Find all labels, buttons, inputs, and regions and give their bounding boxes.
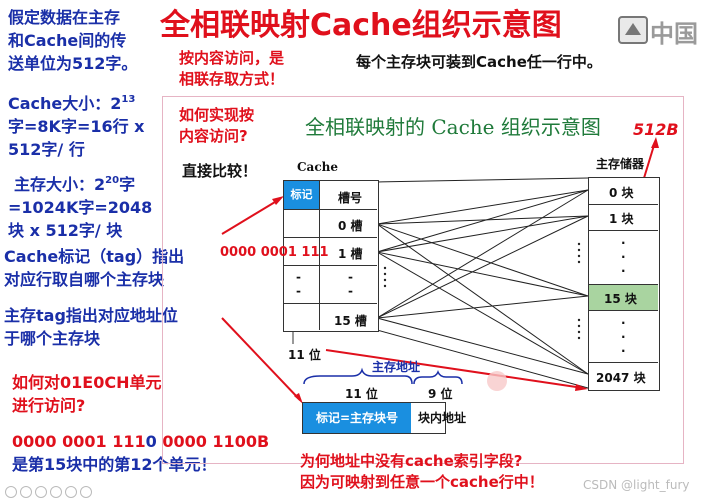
content-access-line-2: 相联存取方式！ [179, 70, 285, 88]
assumption-line-3: 送单位为512字。 [8, 54, 138, 73]
cache-slot-header: 槽号 [338, 191, 363, 205]
addr-caption: 主存地址 [372, 360, 421, 374]
answer-tag-bits: 0000 0001 111 [12, 432, 146, 451]
block-15-highlight [589, 284, 658, 310]
content-access-line-1: 按内容访问，是 [179, 49, 285, 67]
assumption-text: 假定数据在主存 和Cache间的传 送单位为512字。 [8, 6, 137, 75]
mem-size-label: 主存大小：2 [14, 175, 106, 194]
mem-label: 主存储器 [596, 157, 645, 171]
mem-divider [589, 204, 658, 205]
addr-tag-line-1: 主存tag指出对应地址位 [4, 306, 178, 325]
mem-ellipsis: · [621, 250, 626, 264]
content-access-text: 按内容访问，是 相联存取方式！ [179, 48, 284, 90]
mem-block-15: 15 块 [604, 292, 637, 306]
addr-tag-line-2: 于哪个主存块 [4, 329, 101, 348]
why-line-2: 因为可映射到任意一个cache行中！ [300, 473, 544, 491]
pen-icon[interactable] [35, 486, 47, 498]
menu-icon[interactable] [20, 486, 32, 498]
mem-divider [589, 362, 658, 363]
question-text: 如何对01E0CH单元 进行访问? [12, 371, 161, 417]
mem-divider [589, 230, 658, 231]
question-line-2: 进行访问? [12, 396, 86, 415]
mem-size-line-2: =1024K字=2048 [8, 198, 153, 217]
cache-ellipsis: - [348, 284, 353, 298]
assumption-line-2: 和Cache间的传 [8, 31, 127, 50]
cache-slot-0: 0 槽 [338, 219, 363, 233]
handwritten-512b: 512B [633, 120, 679, 139]
cache-label: Cache [297, 160, 338, 174]
cache-divider [284, 265, 377, 266]
mem-size-text: 主存大小：220字 =1024K字=2048 块 x 512字/ 块 [8, 169, 152, 242]
mem-ellipsis: · [621, 236, 626, 250]
tag-bits-label: 11 位 [288, 348, 321, 362]
address-offset-field: 块内地址 [418, 411, 467, 425]
mem-ellipsis: · [621, 330, 626, 344]
address-tag-field: 标记=主存块号 [303, 403, 411, 433]
cache-size-text: Cache大小：213 字=8K字=16行 x 512字/ 行 [8, 88, 145, 161]
why-line-1: 为何地址中没有cache索引字段? [300, 452, 523, 470]
tag-meaning-line-2: 对应行取自哪个主存块 [4, 270, 165, 289]
cache-divider [284, 303, 377, 304]
prev-icon[interactable] [5, 486, 17, 498]
how-line-2: 内容访问? [179, 127, 248, 145]
answer-mid-bit: 0 [145, 432, 157, 451]
cache-slot-15: 15 槽 [334, 314, 367, 328]
each-block-text: 每个主存块可装到Cache任一行中。 [356, 53, 602, 71]
tag-meaning-line-1: Cache标记（tag）指出 [4, 247, 185, 266]
mem-ellipsis: · [621, 316, 626, 330]
cache-ellipsis: - [348, 270, 353, 284]
mem-block-1: 1 块 [609, 212, 634, 226]
mem-divider [589, 310, 658, 311]
addr-bits-tag: 11 位 [345, 387, 378, 401]
brand-logo: 中国 [650, 20, 698, 48]
mem-ellipsis: · [621, 344, 626, 358]
more-icon[interactable] [65, 486, 77, 498]
watermark: CSDN @light_fury [583, 478, 690, 492]
cache-size-label: Cache大小：2 [8, 94, 122, 113]
next-icon[interactable] [80, 486, 92, 498]
cache-size-line-2: 字=8K字=16行 x [8, 117, 145, 136]
assumption-line-1: 假定数据在主存 [8, 8, 121, 27]
cache-size-exp: 13 [121, 94, 136, 105]
mem-size-unit: 字 [119, 175, 136, 194]
how-line-1: 如何实现按 [179, 106, 255, 124]
addr-tag-text: 主存tag指出对应地址位 于哪个主存块 [4, 304, 178, 350]
mem-block-0: 0 块 [609, 186, 634, 200]
cache-slot-1: 1 槽 [338, 247, 363, 261]
mem-size-line-3: 块 x 512字/ 块 [8, 221, 123, 240]
question-line-1: 如何对01E0CH单元 [12, 373, 162, 392]
mem-ellipsis: · [621, 264, 626, 278]
mem-size-exp: 20 [105, 175, 120, 186]
answer-text: 0000 0001 1110 0000 1100B 是第15块中的第12个单元！ [12, 430, 269, 476]
tag-value: 0000 0001 111 [220, 245, 329, 260]
cache-tag-cell: 标记 [284, 181, 319, 209]
diagram-title: 全相联映射的 Cache 组织示意图 [305, 115, 601, 139]
how-text: 如何实现按 内容访问? [179, 105, 254, 147]
slide-icon [618, 16, 648, 44]
answer-offset-bits: 0000 1100B [156, 432, 270, 451]
compare-text: 直接比较！ [182, 162, 258, 180]
cache-divider [284, 209, 377, 210]
answer-line-2: 是第15块中的第12个单元！ [12, 455, 217, 474]
cache-tag-column [283, 180, 320, 330]
cache-size-line-3: 512字/ 行 [8, 140, 85, 159]
why-text: 为何地址中没有cache索引字段? 因为可映射到任意一个cache行中！ [300, 451, 544, 493]
addr-bits-offset: 9 位 [428, 387, 453, 401]
tag-meaning-text: Cache标记（tag）指出 对应行取自哪个主存块 [4, 245, 184, 291]
cache-ellipsis: - [296, 284, 301, 298]
page-title: 全相联映射Cache组织示意图 [160, 8, 562, 43]
mem-block-2047: 2047 块 [596, 371, 646, 385]
cache-ellipsis: - [296, 270, 301, 284]
zoom-icon[interactable] [50, 486, 62, 498]
diagram-frame [162, 96, 684, 464]
mem-divider [589, 284, 658, 285]
cache-divider [284, 237, 377, 238]
